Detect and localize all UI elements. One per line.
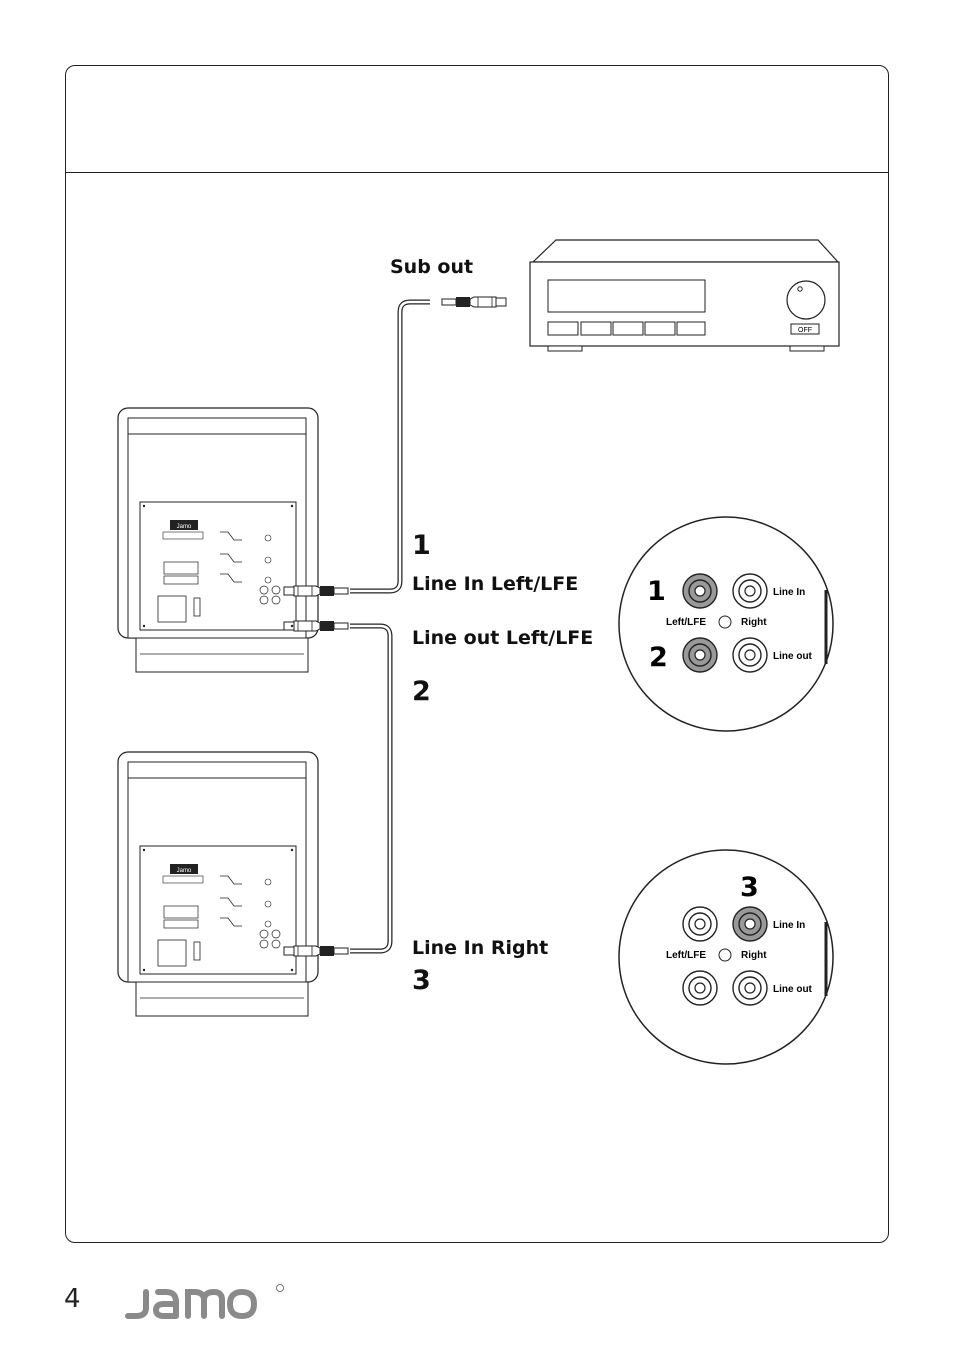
line-in-left-label: Line In Left/LFE xyxy=(412,573,579,595)
callout-top-right: Right xyxy=(741,617,767,628)
receiver-illustration xyxy=(529,239,840,352)
callout-bottom-right: Right xyxy=(741,950,767,961)
step-1-number: 1 xyxy=(412,530,431,561)
off-label: OFF xyxy=(798,327,812,334)
callout-top-line-out: Line out xyxy=(773,651,813,662)
step-3-number: 3 xyxy=(412,965,431,996)
sub-out-label: Sub out xyxy=(390,256,474,278)
subwoofer-bottom xyxy=(117,751,319,1017)
callout-bottom xyxy=(618,849,834,1065)
callout-bottom-line-in: Line In xyxy=(773,920,805,931)
page-number: 4 xyxy=(64,1284,81,1314)
page-frame xyxy=(65,65,889,1243)
callout-bottom-num3: 3 xyxy=(740,872,759,903)
cables xyxy=(350,299,430,954)
callout-top xyxy=(618,516,834,732)
step-2-number: 2 xyxy=(412,676,431,707)
callout-top-num2: 2 xyxy=(649,642,668,673)
callout-top-line-in: Line In xyxy=(773,587,805,598)
callout-bottom-line-out: Line out xyxy=(773,984,813,995)
header-divider xyxy=(66,172,888,173)
callout-bottom-left-lfe: Left/LFE xyxy=(666,950,706,961)
line-in-right-label: Line In Right xyxy=(412,937,549,959)
callout-top-num1: 1 xyxy=(647,576,666,607)
line-out-left-label: Line out Left/LFE xyxy=(412,627,594,649)
callout-top-left-lfe: Left/LFE xyxy=(666,617,706,628)
subwoofer-top xyxy=(117,407,319,673)
jamo-logo xyxy=(125,1284,284,1320)
